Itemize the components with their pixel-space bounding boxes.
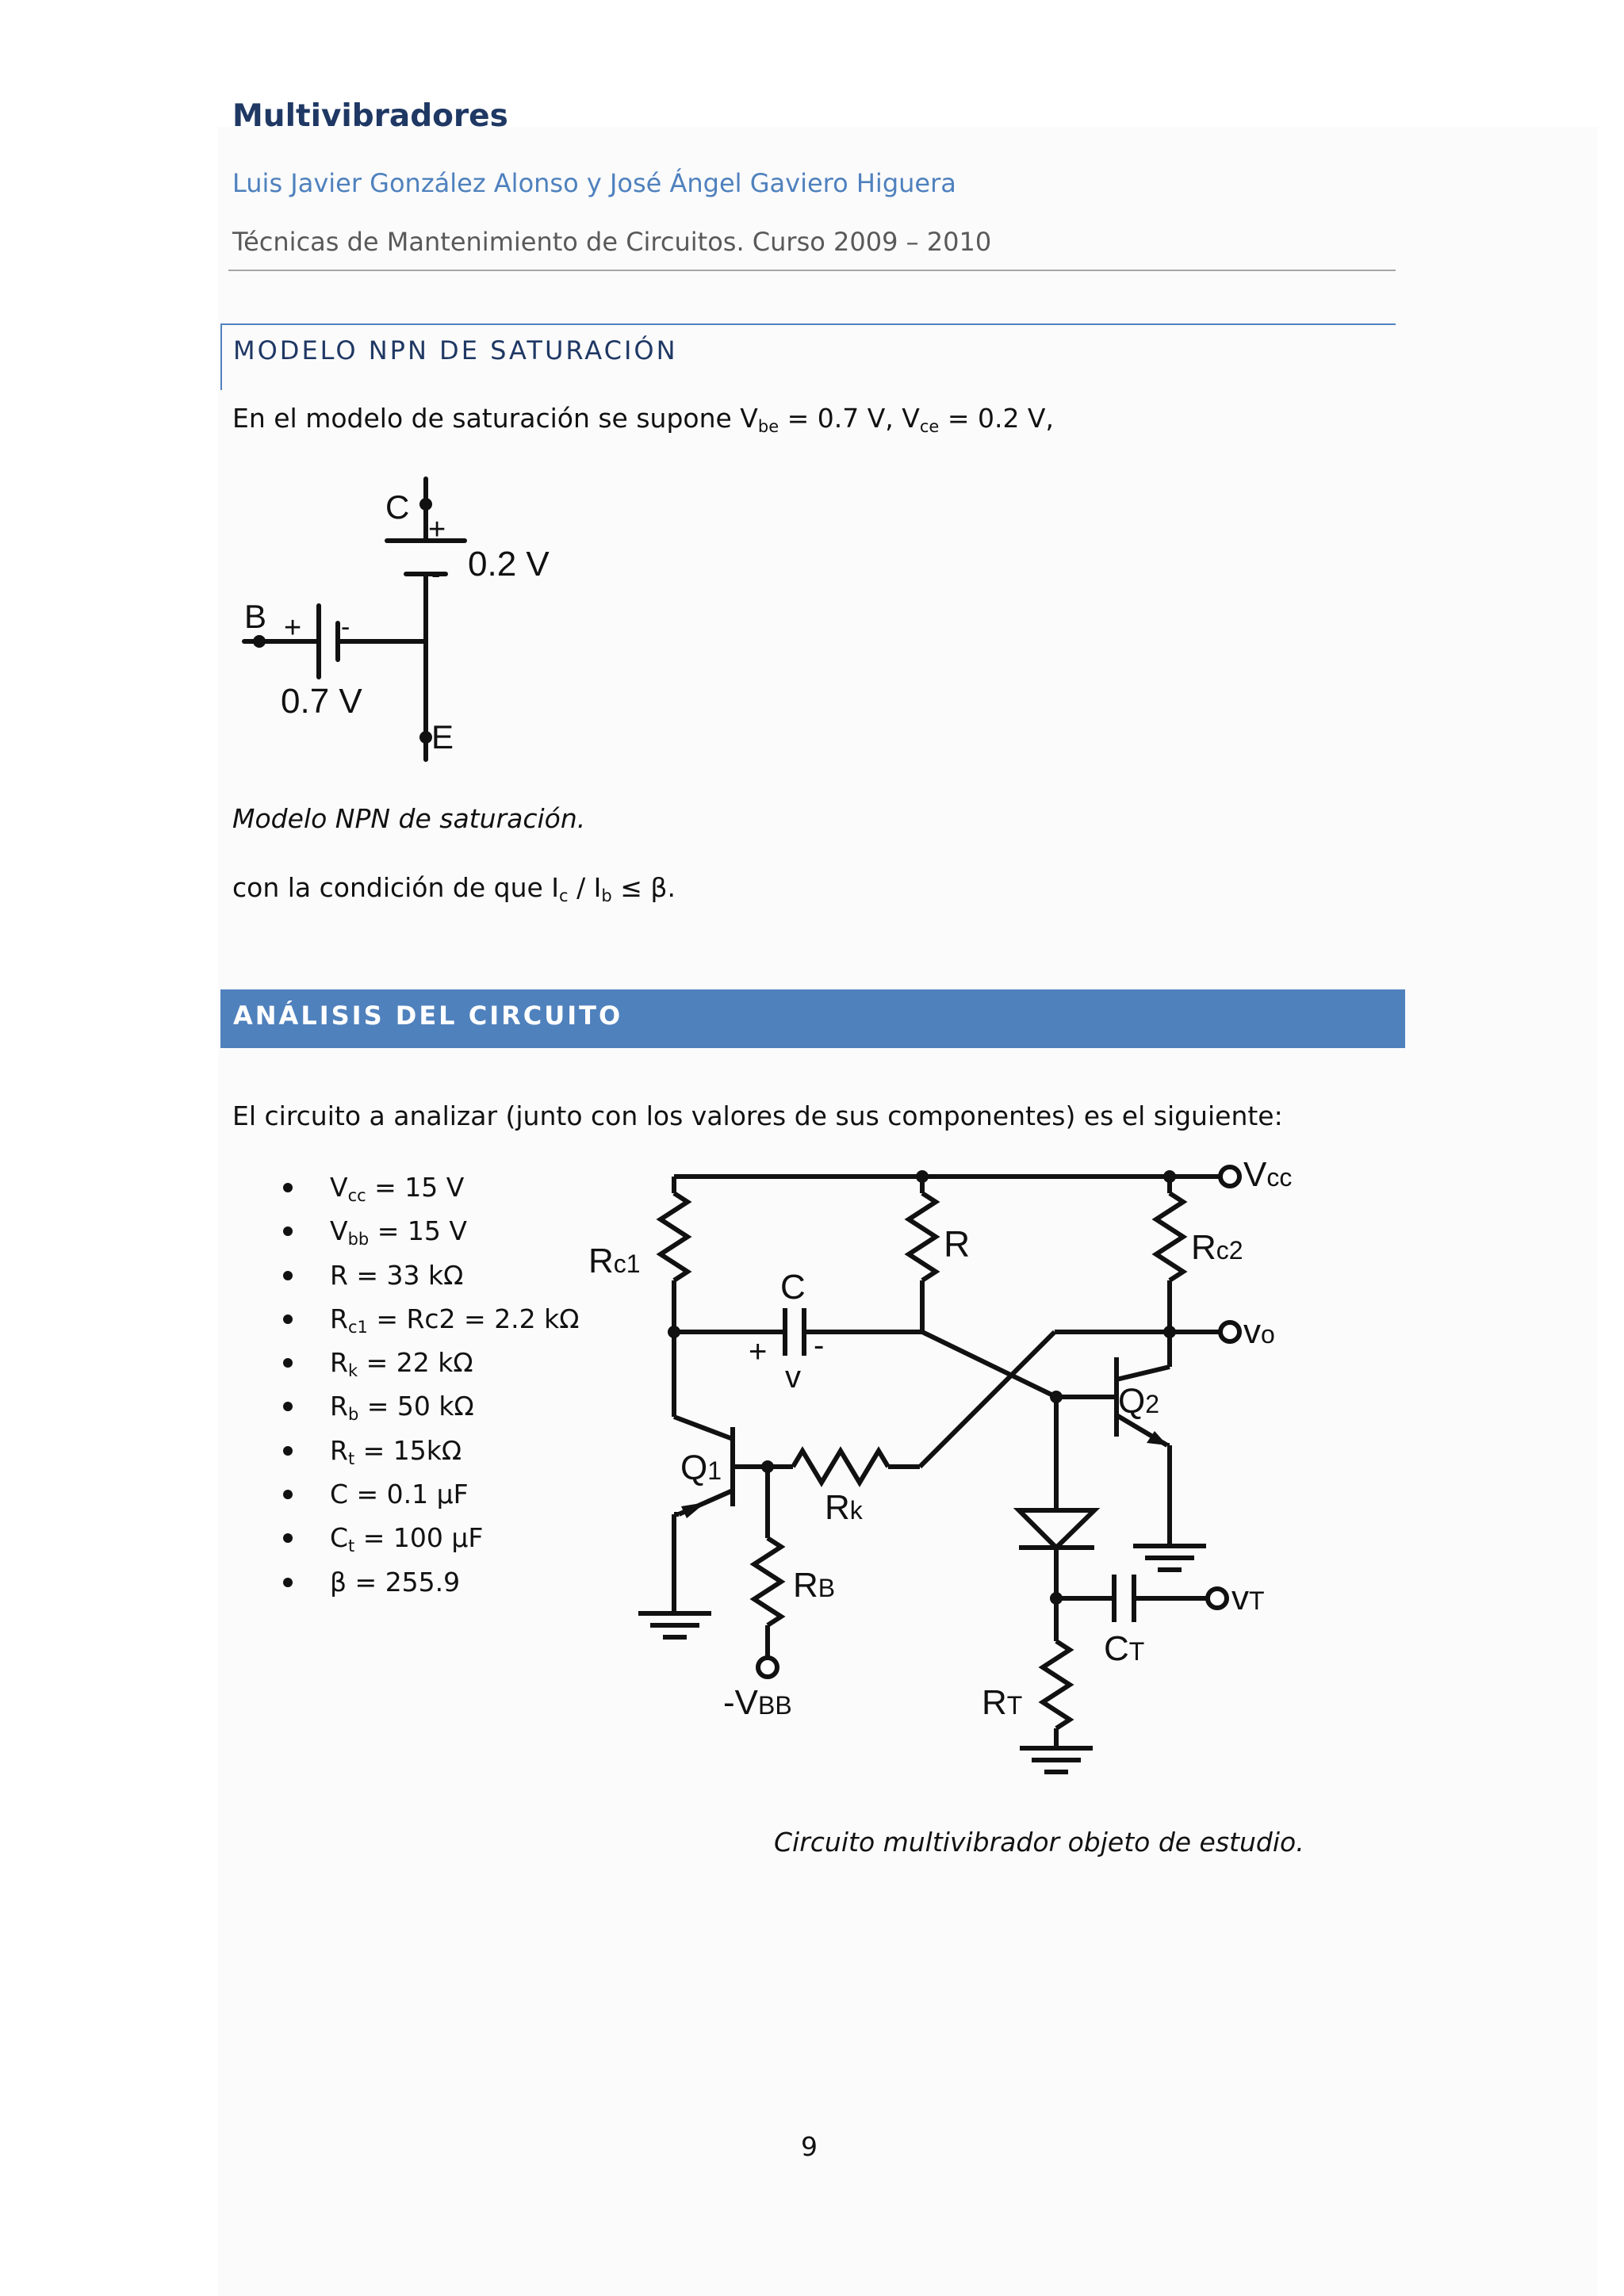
capacitor-voltage-label: v xyxy=(785,1360,801,1395)
vcc-label: Vcc xyxy=(1243,1155,1292,1194)
emitter-node xyxy=(419,731,432,744)
section1-heading: MODELO NPN DE SATURACIÓN xyxy=(233,335,678,365)
component-values-list: Vcc = 15 V Vbb = 15 V R = 33 kΩ Rc1 = Rc… xyxy=(278,1165,580,1604)
page-number: 9 xyxy=(801,2131,818,2162)
base-node xyxy=(253,635,266,648)
saturation-intro: En el modelo de saturación se supone Vbe… xyxy=(232,403,1054,436)
capacitor-plus-sign: + xyxy=(749,1334,767,1369)
rt-label: RT xyxy=(982,1683,1022,1722)
circuit-intro: El circuito a analizar (junto con los va… xyxy=(232,1100,1283,1131)
vce-value-label: 0.2 V xyxy=(468,545,550,584)
document-course: Técnicas de Mantenimiento de Circuitos. … xyxy=(232,227,992,257)
vbe-value-label: 0.7 V xyxy=(281,682,362,721)
list-item: Rk = 22 kΩ xyxy=(278,1341,580,1384)
bullet-icon xyxy=(283,1358,293,1368)
bullet-icon xyxy=(283,1490,293,1500)
emitter-label: E xyxy=(431,718,454,756)
vbb-label: -VBB xyxy=(723,1683,792,1722)
capacitor-minus-sign: - xyxy=(814,1328,824,1363)
diode-icon xyxy=(1013,1508,1101,1552)
document-title: Multivibradores xyxy=(232,98,508,134)
circuit-figure-caption: Circuito multivibrador objeto de estudio… xyxy=(774,1827,1304,1858)
vcc-terminal xyxy=(1218,1165,1242,1188)
vce-minus-sign: - xyxy=(431,560,440,590)
section2-heading: ANÁLISIS DEL CIRCUITO xyxy=(233,1001,623,1031)
saturation-condition: con la condición de que Ic / Ib ≤ β. xyxy=(232,872,676,905)
list-item: C = 0.1 µF xyxy=(278,1472,580,1516)
rc1-label: Rc1 xyxy=(588,1242,641,1280)
ct-label: CT xyxy=(1104,1629,1144,1668)
bullet-icon xyxy=(283,1183,293,1192)
page-background xyxy=(218,127,1598,2296)
list-item: Rb = 50 kΩ xyxy=(278,1384,580,1428)
bullet-icon xyxy=(283,1226,293,1237)
rk-label: Rk xyxy=(825,1488,864,1527)
bullet-icon xyxy=(283,1445,293,1456)
capacitor-c-label: C xyxy=(780,1268,806,1307)
list-item: Vbb = 15 V xyxy=(278,1209,580,1253)
section1-top-border xyxy=(220,323,1396,325)
bullet-icon xyxy=(283,1402,293,1412)
collector-label: C xyxy=(385,488,409,526)
collector-node xyxy=(419,498,432,511)
base-label: B xyxy=(244,598,266,635)
vbe-minus-sign: - xyxy=(341,612,350,642)
list-item: Rc1 = Rc2 = 2.2 kΩ xyxy=(278,1297,580,1341)
list-item: Ct = 100 µF xyxy=(278,1516,580,1559)
saturation-figure-caption: Modelo NPN de saturación. xyxy=(232,803,586,834)
vo-label: vo xyxy=(1243,1312,1275,1351)
rc2-label: Rc2 xyxy=(1191,1228,1243,1267)
list-item: Rt = 15kΩ xyxy=(278,1429,580,1472)
bullet-icon xyxy=(283,1577,293,1587)
vbb-terminal xyxy=(756,1655,779,1679)
rb-label: RB xyxy=(793,1566,835,1605)
q1-emitter-arrow-icon xyxy=(681,1502,706,1518)
list-item: R = 33 kΩ xyxy=(278,1253,580,1297)
q2-emitter-arrow-icon xyxy=(1147,1431,1167,1445)
list-item: β = 255.9 xyxy=(278,1560,580,1604)
q1-label: Q1 xyxy=(680,1448,722,1487)
vt-label: vT xyxy=(1231,1578,1265,1617)
vbe-plus-sign: + xyxy=(284,611,301,645)
vt-terminal xyxy=(1205,1586,1229,1610)
vo-terminal xyxy=(1218,1320,1242,1344)
bullet-icon xyxy=(283,1270,293,1280)
r-label: R xyxy=(944,1223,970,1265)
section2-heading-band xyxy=(220,989,1405,1048)
header-divider xyxy=(228,270,1396,271)
list-item: Vcc = 15 V xyxy=(278,1165,580,1209)
vce-plus-sign: + xyxy=(428,513,446,546)
document-authors: Luis Javier González Alonso y José Ángel… xyxy=(232,168,956,198)
npn-saturation-diagram: C + - 0.2 V B + - 0.7 V E xyxy=(242,476,550,762)
bullet-icon xyxy=(283,1533,293,1544)
q2-label: Q2 xyxy=(1118,1382,1159,1421)
section1-left-border xyxy=(220,323,222,390)
bullet-icon xyxy=(283,1314,293,1324)
